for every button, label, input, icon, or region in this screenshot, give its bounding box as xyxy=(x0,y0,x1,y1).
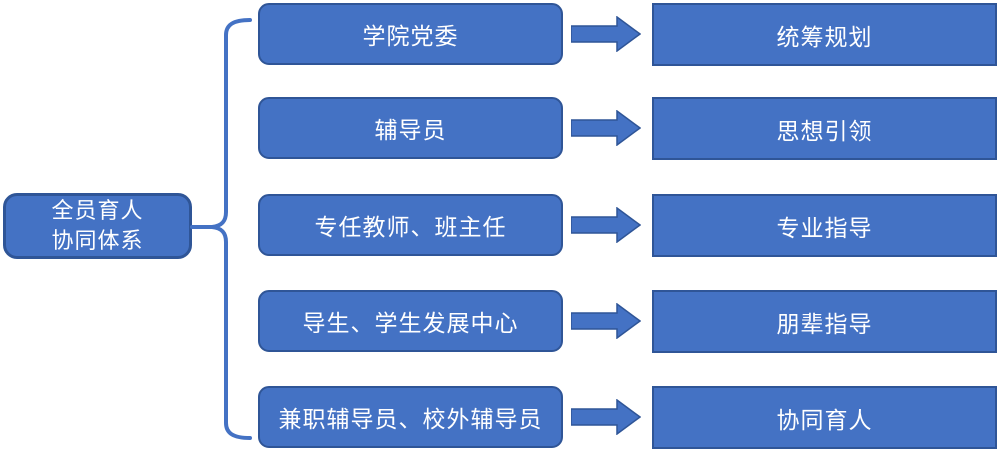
function-node-peer-guidance: 朋辈指导 xyxy=(652,290,997,353)
function-node-planning: 统筹规划 xyxy=(652,3,997,66)
arrow-right-icon xyxy=(571,16,641,52)
role-node-teachers: 专任教师、班主任 xyxy=(258,194,563,256)
curly-brace-icon xyxy=(190,18,252,440)
function-node-ideology: 思想引领 xyxy=(652,97,997,160)
arrow-right-icon xyxy=(571,303,641,339)
arrow-right-icon xyxy=(571,207,641,243)
function-node-collaborative-education: 协同育人 xyxy=(652,386,997,449)
arrow-right-icon xyxy=(571,399,641,435)
role-node-counselor: 辅导员 xyxy=(258,97,563,159)
root-node: 全员育人 协同体系 xyxy=(3,193,192,259)
arrow-right-icon xyxy=(571,110,641,146)
function-node-professional-guidance: 专业指导 xyxy=(652,194,997,257)
role-node-mentors: 导生、学生发展中心 xyxy=(258,290,563,352)
role-node-part-time-counselors: 兼职辅导员、校外辅导员 xyxy=(258,386,563,448)
role-node-party-committee: 学院党委 xyxy=(258,3,563,65)
